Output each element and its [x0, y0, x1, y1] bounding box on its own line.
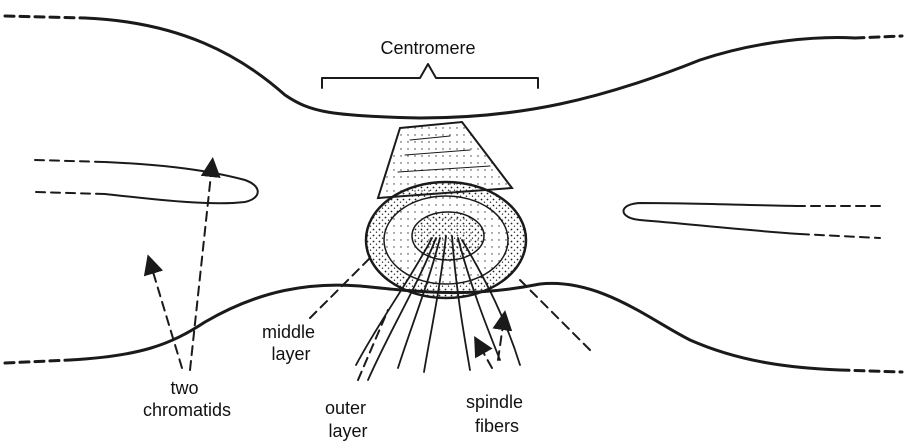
- left-chromatid-arm: [35, 160, 258, 203]
- centromere-bracket: [322, 64, 538, 88]
- right-chromatid-arm: [624, 203, 881, 238]
- two-chromatids-label: two chromatids: [143, 378, 231, 420]
- leader-lines: [150, 165, 590, 380]
- outer-layer-label: outer layer: [325, 398, 371, 441]
- centromere-label: Centromere: [380, 38, 475, 58]
- middle-layer-label: middle layer: [262, 322, 320, 364]
- kinetochore: [366, 122, 526, 298]
- spindle-fibers-label: spindle fibers: [466, 392, 528, 436]
- upper-chromatid-outline: [5, 16, 902, 118]
